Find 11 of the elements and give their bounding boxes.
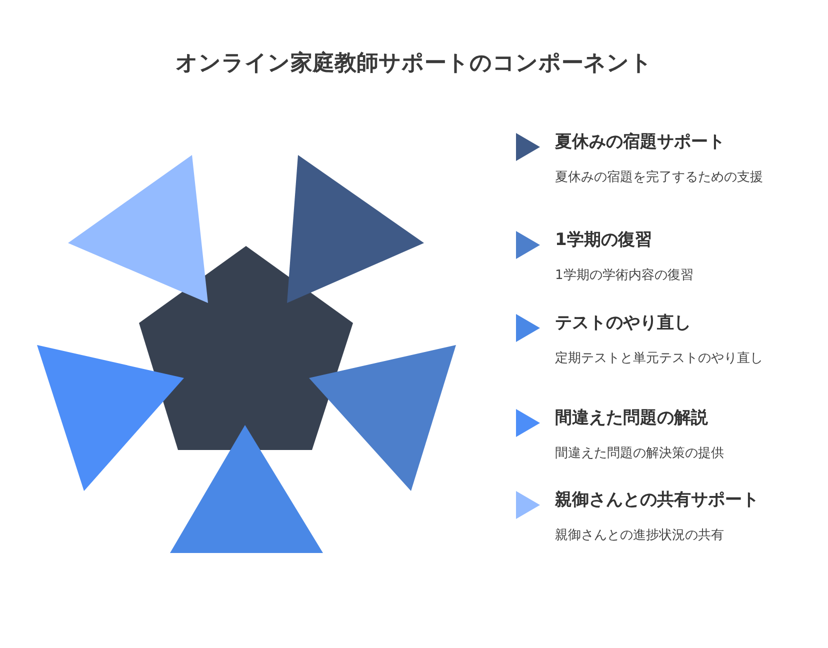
item-description: 親御さんとの進捗状況の共有: [555, 527, 725, 545]
item-description: 定期テストと単元テストのやり直し: [555, 350, 764, 368]
item-heading: テストのやり直し: [555, 312, 692, 335]
item-heading: 親御さんとの共有サポート: [555, 489, 760, 512]
item-heading: 1学期の復習: [555, 229, 653, 252]
item-heading: 夏休みの宿題サポート: [555, 131, 726, 154]
item-description: 間違えた問題の解決策の提供: [555, 445, 725, 463]
item-heading: 間違えた問題の解説: [555, 407, 709, 430]
item-description: 夏休みの宿題を完了するための支援: [555, 169, 764, 187]
title: オンライン家庭教師サポートのコンポーネント: [174, 50, 654, 78]
item-description: 1学期の学術内容の復習: [555, 267, 694, 285]
